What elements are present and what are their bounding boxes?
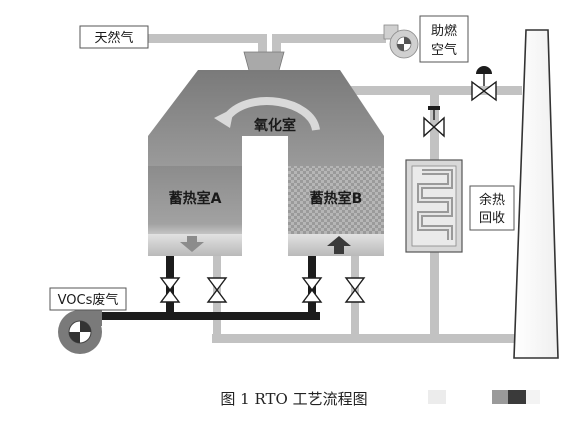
regen-chamber-b [288,166,384,256]
valve-voc-a [159,277,181,303]
valve-heat-recovery [423,106,445,138]
oxidation-chamber-label: 氧化室 [253,117,296,134]
combustion-air-label-2: 空气 [431,42,457,58]
exhaust-stack [513,29,559,359]
valve-voc-b [301,277,323,303]
heat-recovery-label-1: 余热 [479,192,505,208]
heat-recovery-label-2: 回收 [479,211,505,226]
combustion-air-label-box: 助燃 空气 [419,15,469,63]
combustion-air-label-1: 助燃 [431,23,457,39]
voc-exhaust-label: VOCs废气 [58,292,119,308]
heat-recovery-unit [405,159,463,253]
figure-caption: 图 1 RTO 工艺流程图 [220,390,367,408]
voc-fan [58,302,102,354]
valve-exhaust-a [206,277,228,303]
regen-chamber-a [148,166,242,256]
natural-gas-label-box: 天然气 [79,25,149,49]
regen-chamber-a-label: 蓄热室A [169,190,222,207]
valve-bypass-stack [471,66,497,102]
valve-exhaust-b [344,277,366,303]
bottom-swatches [428,390,540,404]
natural-gas-label: 天然气 [94,30,133,46]
oxidation-chamber [148,70,384,166]
voc-exhaust-label-box: VOCs废气 [49,287,127,311]
heat-recovery-label-box: 余热 回收 [469,185,515,231]
combustion-air-fan [383,24,419,59]
flow-swirl-arrow [214,97,320,132]
regen-chamber-b-label: 蓄热室B [310,190,363,207]
